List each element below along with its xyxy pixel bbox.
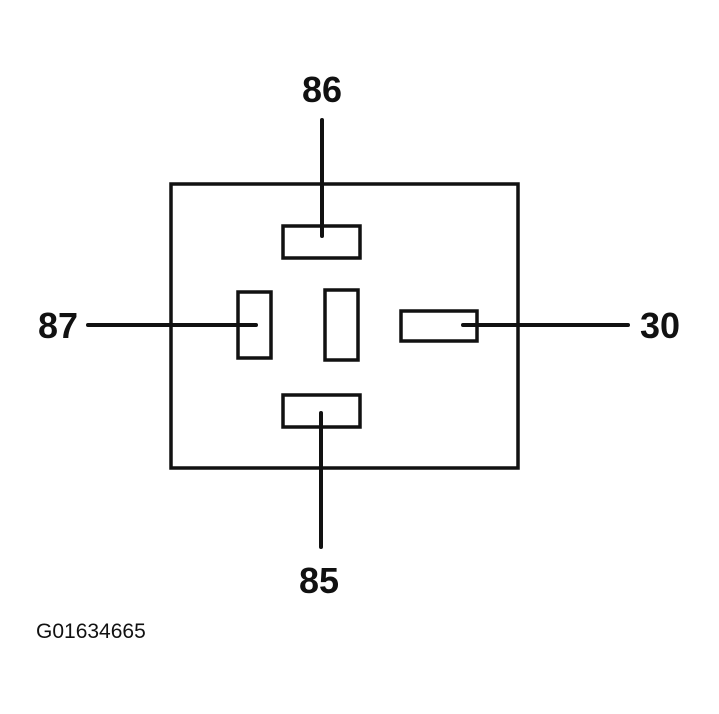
pin-label-87: 87 xyxy=(38,305,78,346)
pin-label-30: 30 xyxy=(640,305,680,346)
pin-label-86: 86 xyxy=(302,69,342,110)
pin-label-85: 85 xyxy=(299,560,339,601)
figure-id: G01634665 xyxy=(36,620,146,643)
terminal-center-blade xyxy=(323,288,360,362)
